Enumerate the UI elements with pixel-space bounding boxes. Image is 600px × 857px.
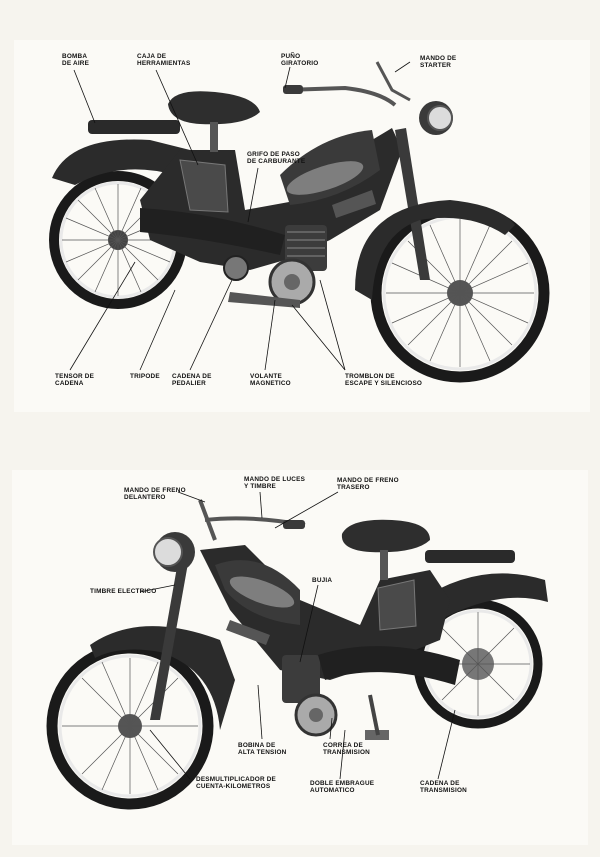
label-correa-transmision: CORREA DE TRANSMISION: [323, 742, 370, 757]
label-grifo-carburante: GRIFO DE PASO DE CARBURANTE: [247, 151, 305, 166]
label-tensor-cadena: TENSOR DE CADENA: [55, 373, 94, 388]
label-volante-magnetico: VOLANTE MAGNETICO: [250, 373, 291, 388]
label-cadena-transmision: CADENA DE TRANSMISION: [420, 780, 467, 795]
label-timbre-electrico: TIMBRE ELECTRICO: [90, 588, 156, 595]
label-doble-embrague: DOBLE EMBRAGUE AUTOMATICO: [310, 780, 374, 795]
front-wheel: [376, 209, 544, 377]
label-bujia: BUJIA: [312, 577, 332, 584]
label-mando-luces-timbre: MANDO DE LUCES Y TIMBRE: [244, 476, 305, 491]
label-tromblon-escape: TROMBLON DE ESCAPE Y SILENCIOSO: [345, 373, 422, 388]
moped-illustration-left-view: [0, 430, 600, 850]
label-caja-herramientas: CAJA DE HERRAMIENTAS: [137, 53, 190, 68]
top-diagram: BOMBA DE AIRE CAJA DE HERRAMIENTAS PUÑO …: [0, 0, 600, 420]
label-desmultiplicador: DESMULTIPLICADOR DE CUENTA-KILOMETROS: [196, 776, 276, 791]
label-mando-starter: MANDO DE STARTER: [420, 55, 456, 70]
bottom-diagram: MANDO DE FRENO DELANTERO MANDO DE LUCES …: [0, 430, 600, 850]
label-mando-freno-trasero: MANDO DE FRENO TRASERO: [337, 477, 399, 492]
front-wheel: [52, 648, 208, 804]
label-bomba-aire: BOMBA DE AIRE: [62, 53, 89, 68]
label-bobina-alta-tension: BOBINA DE ALTA TENSION: [238, 742, 286, 757]
label-mando-freno-delantero: MANDO DE FRENO DELANTERO: [124, 487, 186, 502]
label-cadena-pedalier: CADENA DE PEDALIER: [172, 373, 212, 388]
label-tripode: TRIPODE: [130, 373, 160, 380]
label-puno-giratorio: PUÑO GIRATORIO: [281, 53, 318, 68]
